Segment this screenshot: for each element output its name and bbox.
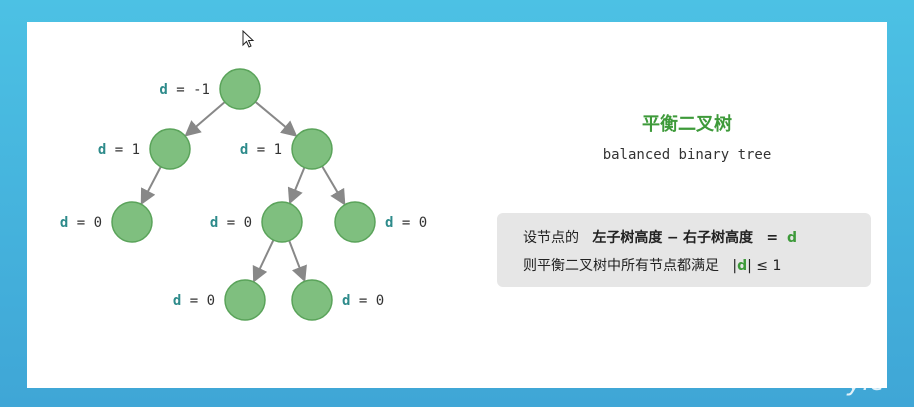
- tree-edge-l-ll: [140, 166, 162, 206]
- node-label-l: d = 1: [98, 142, 140, 158]
- definition-box: 设节点的 左子树高度 − 右子树高度 = d 则平衡二叉树中所有节点都满足 |d…: [497, 213, 871, 287]
- tree-edge-root-r: [254, 101, 298, 137]
- diagram-title: 平衡二叉树: [642, 114, 732, 135]
- tree-node-l: [149, 128, 191, 170]
- tree-node-rl: [261, 201, 303, 243]
- node-label-rl: d = 0: [210, 215, 252, 231]
- tree-node-r: [291, 128, 333, 170]
- slide-canvas: d = -1 d = 1 d = 1 d = 0 d = 0 d = 0 d = 0 d = …: [27, 22, 887, 388]
- tree-node-rr: [334, 201, 376, 243]
- minus-sign: −: [666, 230, 679, 246]
- diagram-subtitle: balanced binary tree: [602, 147, 772, 163]
- condition-bound: ≤ 1: [756, 258, 782, 274]
- right-subtree-height: 右子树高度: [683, 230, 753, 246]
- definition-line-2: 则平衡二叉树中所有节点都满足 |d| ≤ 1: [523, 255, 781, 275]
- tree-edge-root-l: [184, 101, 226, 137]
- watermark-logo: ylc: [847, 367, 884, 397]
- tree-edge-rl-rll: [252, 239, 275, 283]
- equals-sign: =: [766, 230, 779, 246]
- tree-edge-r-rr: [321, 165, 346, 206]
- variable-d: d: [787, 230, 798, 246]
- abs-variable-d: d: [737, 258, 748, 274]
- abs-close: |: [747, 258, 752, 274]
- node-label-rlr: d = 0: [342, 293, 384, 309]
- condition-text: 则平衡二叉树中所有节点都满足: [523, 258, 719, 274]
- tree-node-rll: [224, 279, 266, 321]
- left-subtree-height: 左子树高度: [592, 230, 663, 246]
- tree-node-rlr: [291, 279, 333, 321]
- node-label-rll: d = 0: [173, 293, 215, 309]
- mouse-cursor-icon: [242, 30, 255, 48]
- node-label-r: d = 1: [240, 142, 282, 158]
- node-label-rr: d = 0: [385, 215, 427, 231]
- node-label-root: d = -1: [159, 82, 210, 98]
- tree-edge-rl-rlr: [288, 240, 307, 283]
- binary-tree-diagram: d = -1 d = 1 d = 1 d = 0 d = 0 d = 0 d = 0 d = …: [60, 68, 427, 321]
- abs-open: |: [732, 258, 738, 274]
- tree-node-root: [219, 68, 261, 110]
- definition-line-1: 设节点的 左子树高度 − 右子树高度 = d: [523, 227, 797, 247]
- definition-prefix: 设节点的: [523, 230, 579, 246]
- tree-node-ll: [111, 201, 153, 243]
- tree-edge-r-rl: [287, 167, 306, 205]
- node-label-ll: d = 0: [60, 215, 102, 231]
